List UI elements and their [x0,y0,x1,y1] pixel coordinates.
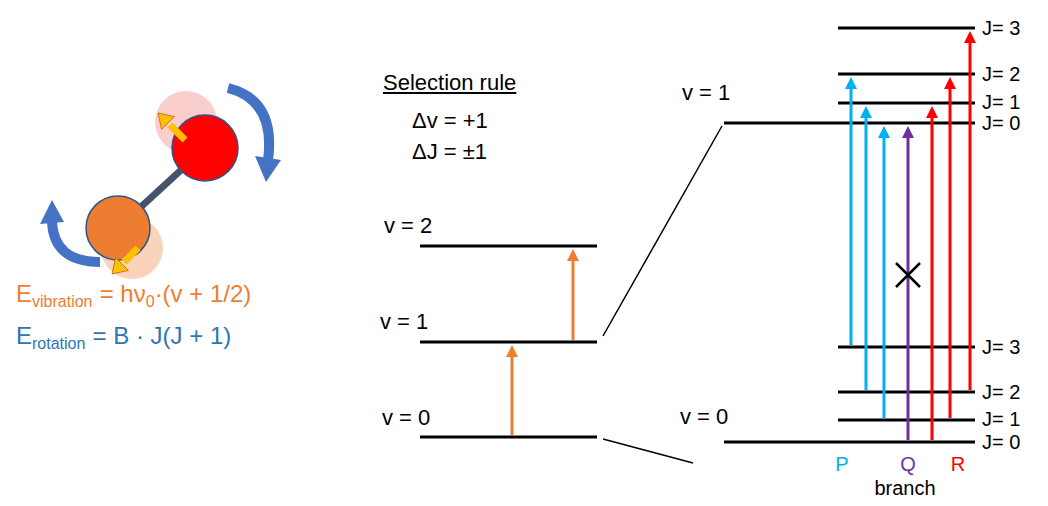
rotational-level-label: J= 2 [982,62,1020,86]
transition-line [865,116,868,390]
rotational-level-label: J= 0 [982,111,1020,135]
heading: Selection rule [383,70,516,96]
energy-level [724,441,975,444]
formula-subscript: rotation [32,335,85,352]
transition-arrowhead [860,106,872,118]
transition-line [850,87,853,345]
transition-line [931,116,934,440]
transition-arrowhead [845,77,857,89]
formula-part: = hν [100,280,146,307]
zoom-line [603,126,722,336]
forbidden-cross [896,263,920,287]
transition-line [969,41,972,390]
transition-line [883,136,886,418]
rotational-level-label: J= 1 [982,407,1020,431]
branch-letter: P [835,452,848,476]
transition-line [572,259,575,340]
cross-stroke [896,263,920,287]
vibration-arrow [170,125,185,140]
transition-arrow [902,126,914,440]
energy-level [838,27,975,30]
rotation-arrowhead [255,156,281,182]
formula-subscript: 0 [146,293,155,310]
formula-subscript: vibration [32,293,92,310]
transition-arrow [878,126,890,418]
transition-arrow [926,106,938,440]
vibration-arrow [124,248,138,262]
rotation-arrow [228,88,269,160]
transition-arrow [964,31,976,390]
transition-line [907,136,910,440]
energy-level [420,436,597,439]
transition-arrowhead [878,126,890,138]
transition-arrowhead [926,106,938,118]
energy-level [420,341,597,344]
branch-letter: Q [900,452,916,476]
rule: Δv = +1 [412,108,488,134]
transition-line [949,87,952,418]
energy-formula: Evibration = hν0·(v + 1/2) [16,280,251,311]
formula-part: E [16,322,32,349]
red-atom [172,115,238,181]
transition-arrowhead [964,31,976,43]
transition-arrow [506,345,518,435]
transition-arrow [944,77,956,418]
transition-line [511,355,514,435]
branch-letter: R [951,452,965,476]
branch-caption: branch [874,476,935,500]
level-label: v = 1 [380,309,428,335]
vibration-arrowhead [112,258,128,274]
transition-arrowhead [567,249,579,261]
rotational-level-label: J= 0 [982,430,1020,454]
energy-level [838,102,975,105]
rotational-level-label: J= 2 [982,380,1020,404]
molecule-illustration [40,88,281,279]
formula-part: ·(v + 1/2) [155,280,252,307]
rotation-arrowhead [40,200,64,224]
zoom-line [603,439,693,463]
cross-stroke [896,263,920,287]
energy-level [420,245,597,248]
transition-arrow [567,249,579,340]
rule: ΔJ = ±1 [412,139,487,165]
rotational-level-label: J= 1 [982,90,1020,114]
level-label: v = 0 [680,404,728,430]
level-label: v = 0 [382,405,430,431]
formula-part: = B · J(J + 1) [93,322,232,349]
transition-arrowhead [902,126,914,138]
rotation-arrow [52,222,100,262]
transition-arrow [845,77,857,345]
energy-formula: Erotation = B · J(J + 1) [16,322,231,353]
level-label: v = 2 [384,213,432,239]
transition-arrowhead [506,345,518,357]
vibration-arrowhead [158,113,174,129]
formula-part: E [16,280,32,307]
rotational-level-label: J= 3 [982,16,1020,40]
transition-arrowhead [944,77,956,89]
energy-level [838,73,975,76]
transition-arrows [506,31,976,440]
rotational-level-label: J= 3 [982,335,1020,359]
transition-arrow [860,106,872,390]
level-label: v = 1 [682,80,730,106]
